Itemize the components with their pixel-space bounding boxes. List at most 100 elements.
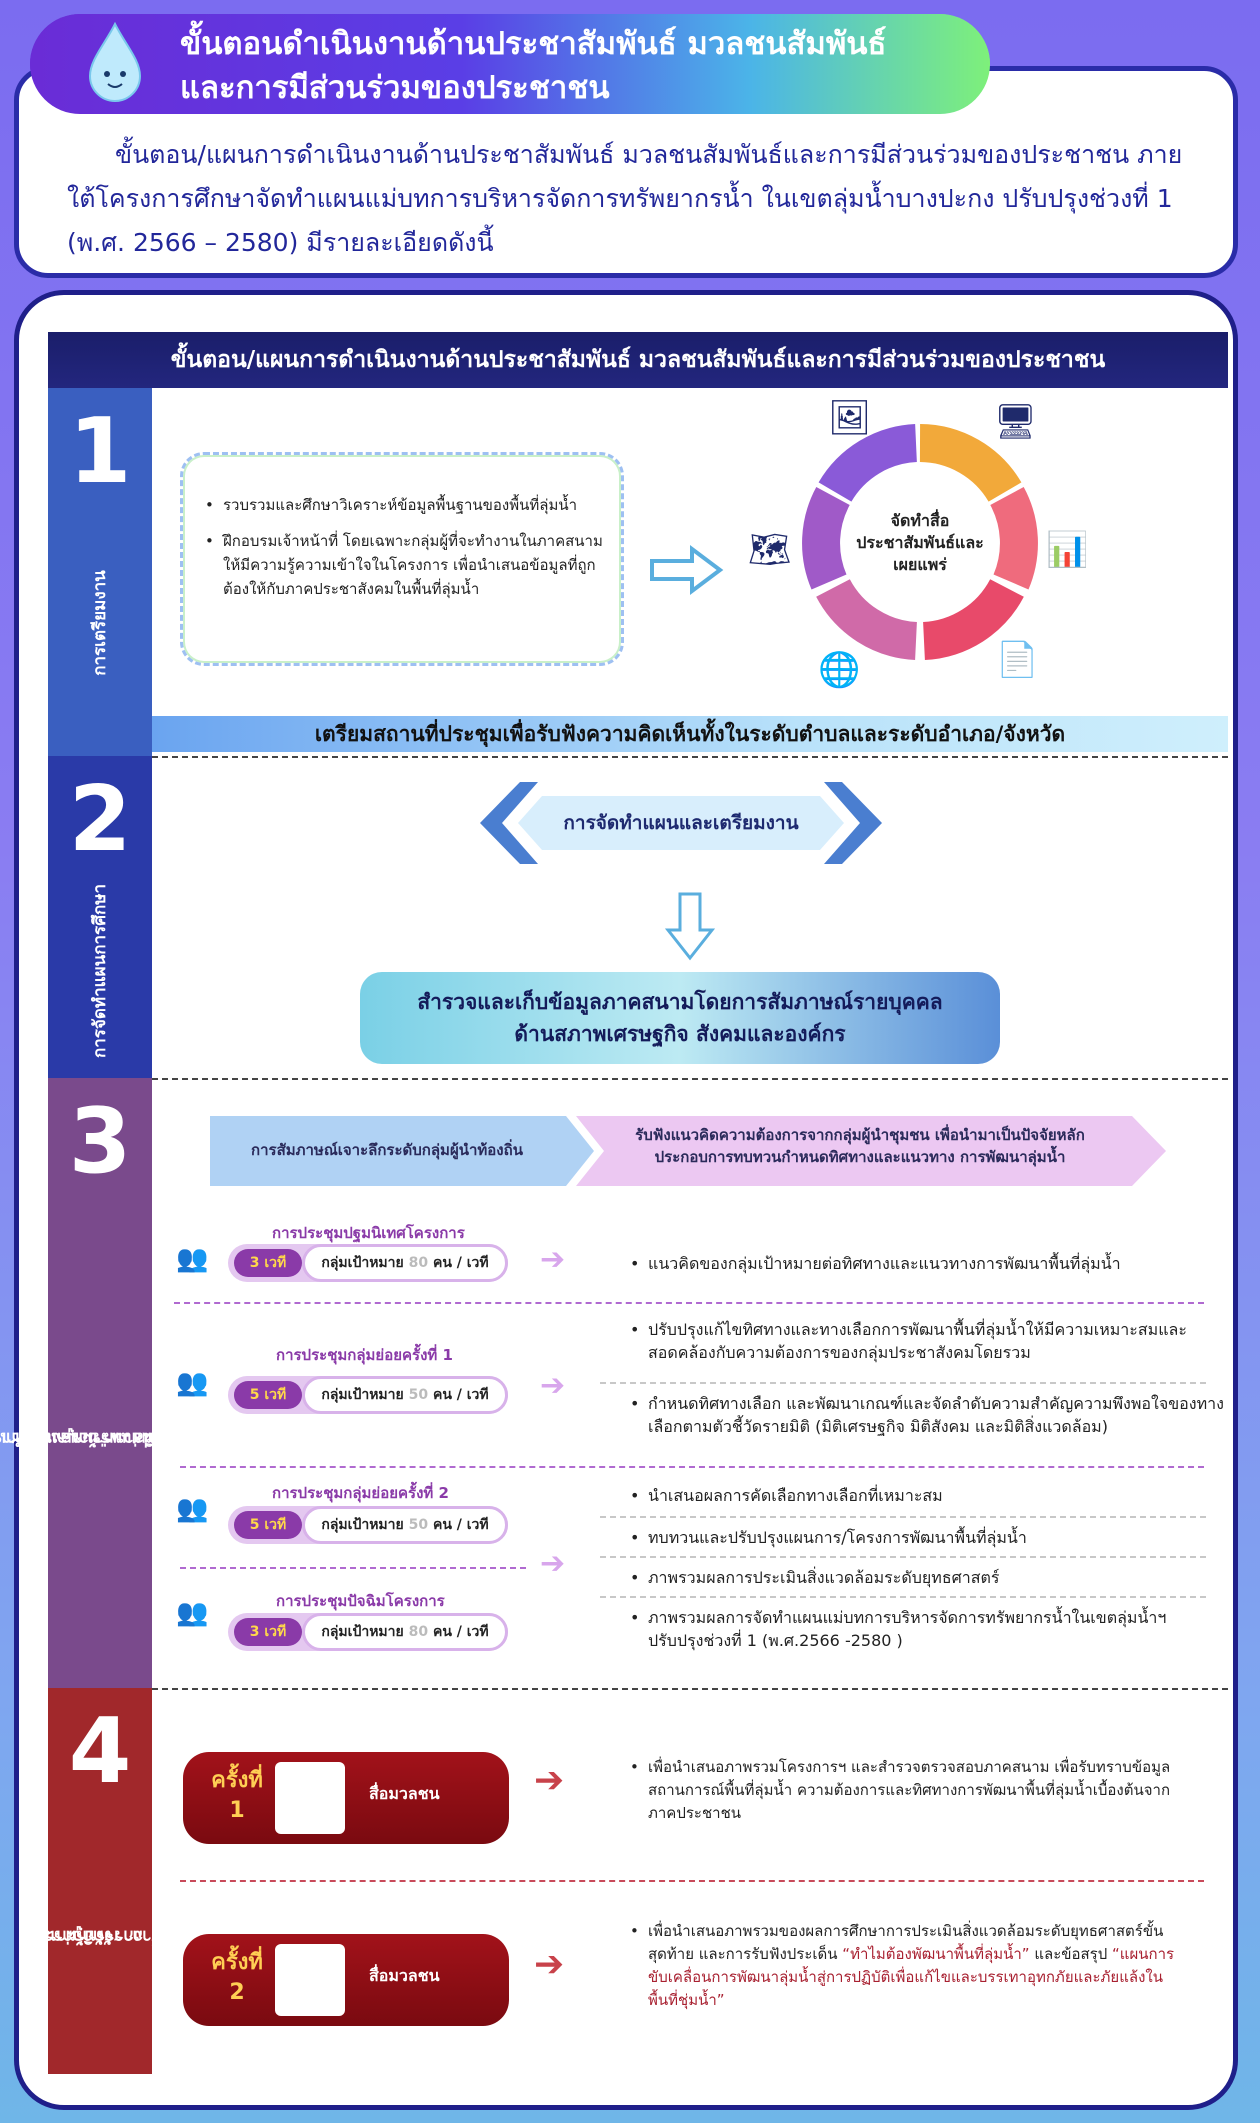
target-number: 50 bbox=[408, 1387, 429, 1403]
media-description: เพื่อนำเสนอภาพรวมโครงการฯ และสำรวจตรวจสอ… bbox=[626, 1756, 1186, 1825]
target-suffix: คน / เวที bbox=[432, 1517, 489, 1533]
people-group-icon: 👥 bbox=[176, 1368, 209, 1398]
divider bbox=[174, 1302, 1204, 1304]
outcome-bullet: แนวคิดของกลุ่มเป้าหมายต่อทิศทางและแนวทาง… bbox=[626, 1252, 1186, 1275]
step-2-label: การจัดทำแผนการศึกษา bbox=[90, 883, 111, 1059]
brochure-icon: 🗺 bbox=[748, 530, 792, 570]
arrow-right-icon bbox=[650, 545, 724, 595]
step-3-chevron-band bbox=[210, 1116, 1166, 1186]
target-suffix: คน / เวที bbox=[432, 1387, 489, 1403]
wheel-center-label: จัดทำสื่อประชาสัมพันธ์และเผยแพร่ bbox=[856, 511, 984, 574]
people-group-icon: 👥 bbox=[176, 1244, 209, 1274]
chevron-right-line-2: ประกอบการทบทวนกำหนดทิศทางและแนวทาง การพั… bbox=[654, 1148, 1066, 1166]
arrow-right-icon: ➔ bbox=[534, 1760, 565, 1801]
desc-text: และข้อสรุป bbox=[1029, 1945, 1113, 1963]
desc-quote: “แผนการขับเคลื่อนการพัฒนาลุ่มน้ำสู่การปฏ… bbox=[648, 1945, 1175, 2009]
target-prefix: กลุ่มเป้าหมาย bbox=[321, 1387, 404, 1403]
step-2-label-wrap: การจัดทำแผนการศึกษา bbox=[48, 866, 152, 1076]
media-round: ครั้งที่2 bbox=[197, 1948, 277, 2008]
meeting-pill: 5 เวที กลุ่มเป้าหมาย 50 คน / เวที bbox=[228, 1506, 508, 1544]
step-1-bullet: ฝึกอบรมเจ้าหน้าที่ โดยเฉพาะกลุ่มผู้ที่จะ… bbox=[201, 529, 603, 601]
round-number: 1 bbox=[229, 1798, 245, 1823]
presentation-icon: 🖼 bbox=[828, 398, 872, 438]
step-1-label: การเตรียมงาน bbox=[90, 570, 110, 676]
step-1-label-wrap: การเตรียมงาน bbox=[48, 498, 152, 748]
outcome-bullet: ภาพรวมผลการประเมินสิ่งแวดล้อมระดับยุทธศา… bbox=[626, 1566, 1186, 1589]
step-2-number: 2 bbox=[68, 767, 132, 872]
target-number: 80 bbox=[408, 1624, 429, 1640]
water-drop-mascot-icon bbox=[88, 21, 142, 102]
divider bbox=[600, 1556, 1206, 1558]
outcome-bullet: ปรับปรุงแก้ไขทิศทางและทางเลือกการพัฒนาพื… bbox=[626, 1318, 1216, 1364]
divider bbox=[180, 1466, 1204, 1468]
meeting-title: การประชุมกลุ่มย่อยครั้งที่ 2 bbox=[272, 1484, 449, 1502]
media-wheel-diagram bbox=[802, 424, 1038, 660]
step-1-venue-band: เตรียมสถานที่ประชุมเพื่อรับฟังความคิดเห็… bbox=[152, 716, 1228, 752]
target-suffix: คน / เวที bbox=[432, 1624, 489, 1640]
survey-line-1: สำรวจและเก็บข้อมูลภาคสนามโดยการสัมภาษณ์ร… bbox=[417, 990, 943, 1014]
survey-line-2: ด้านสภาพเศรษฐกิจ สังคมและองค์กร bbox=[514, 1022, 846, 1046]
title-line-2: และการมีส่วนร่วมของประชาชน bbox=[180, 70, 610, 106]
meeting-pill: 5 เวที กลุ่มเป้าหมาย 50 คน / เวที bbox=[228, 1376, 508, 1414]
outcome-bullet: กำหนดทิศทางเลือก และพัฒนาเกณฑ์และจัดลำดั… bbox=[626, 1392, 1226, 1438]
step-1-number: 1 bbox=[68, 399, 132, 504]
people-group-icon: 👥 bbox=[176, 1494, 209, 1524]
target-prefix: กลุ่มเป้าหมาย bbox=[321, 1517, 404, 1533]
press-illustration-icon bbox=[275, 1944, 345, 2016]
media-description: เพื่อนำเสนอภาพรวมของผลการศึกษาการประเมิน… bbox=[626, 1920, 1186, 2012]
chevron-right-line-1: รับฟังแนวคิดความต้องการจากกลุ่มผู้นำชุมช… bbox=[635, 1126, 1085, 1144]
people-group-icon: 👥 bbox=[176, 1598, 209, 1628]
arrow-right-icon: ➔ bbox=[540, 1368, 566, 1403]
step-3-label: การจัดประชุมเผยแพร่ข้อมูลและดำเนินการตาม… bbox=[0, 1266, 260, 1609]
documents-icon: 📄 bbox=[996, 640, 1039, 680]
meeting-pill: 3 เวที กลุ่มเป้าหมาย 80 คน / เวที bbox=[228, 1613, 508, 1651]
step-4-number: 4 bbox=[68, 1699, 132, 1804]
target-prefix: กลุ่มเป้าหมาย bbox=[321, 1624, 404, 1640]
step-3-number: 3 bbox=[68, 1089, 132, 1194]
step-1-bullet: รวบรวมและศึกษาวิเคราะห์ข้อมูลพื้นฐานของพ… bbox=[201, 493, 603, 517]
desc-quote: “ทำไมต้องพัฒนาพื้นที่ลุ่มน้ำ” bbox=[842, 1945, 1030, 1963]
step-4-label-wrap: การจัดกิจกรรมการสร้างการรับรู้ผ่านสื่อ bbox=[24, 1808, 200, 2064]
meeting-title: การประชุมกลุ่มย่อยครั้งที่ 1 bbox=[276, 1346, 453, 1364]
meeting-target: กลุ่มเป้าหมาย 50 คน / เวที bbox=[302, 1506, 508, 1544]
target-number: 50 bbox=[408, 1517, 429, 1533]
divider bbox=[152, 1688, 1228, 1690]
round-label: ครั้งที่ bbox=[211, 1768, 263, 1793]
divider bbox=[152, 756, 1228, 758]
round-number: 2 bbox=[229, 1980, 245, 2005]
target-prefix: กลุ่มเป้าหมาย bbox=[321, 1255, 404, 1271]
step-4-label: การจัดกิจกรรมการสร้างการรับรู้ผ่านสื่อ bbox=[24, 1848, 200, 2024]
target-number: 80 bbox=[408, 1255, 429, 1271]
press-illustration-icon bbox=[275, 1762, 345, 1834]
plan-label: การจัดทำแผนและเตรียมงาน bbox=[563, 812, 799, 834]
divider bbox=[180, 1567, 526, 1569]
arrow-right-icon: ➔ bbox=[540, 1546, 566, 1581]
chevron-left-label: การสัมภาษณ์เจาะลึกระดับกลุ่มผู้นำท้องถิ่… bbox=[251, 1141, 523, 1159]
meeting-title: การประชุมปฐมนิเทศโครงการ bbox=[272, 1224, 465, 1242]
outcome-bullet: ทบทวนและปรับปรุงแผนการ/โครงการพัฒนาพื้นท… bbox=[626, 1526, 1186, 1549]
arrow-down-icon bbox=[665, 892, 715, 961]
target-suffix: คน / เวที bbox=[432, 1255, 489, 1271]
step-3-sidebar: 3 การจัดประชุมเผยแพร่ข้อมูลและดำเนินการต… bbox=[0, 1078, 260, 1688]
arrow-right-icon: ➔ bbox=[540, 1242, 566, 1277]
media-round: ครั้งที่ 1 bbox=[197, 1766, 277, 1826]
divider bbox=[152, 1078, 1228, 1080]
panel-title: ขั้นตอน/แผนการดำเนินงานด้านประชาสัมพันธ์… bbox=[48, 332, 1228, 388]
media-event-2: ครั้งที่2 สื่อมวลชน bbox=[183, 1934, 509, 2026]
outcome-bullet: นำเสนอผลการคัดเลือกทางเลือกที่เหมาะสม bbox=[626, 1484, 1186, 1507]
desc-text: เพื่อนำเสนอภาพรวมของผลการศึกษาการประเมิน… bbox=[648, 1922, 1164, 1963]
divider bbox=[180, 1880, 1204, 1882]
meeting-times: 3 เวที bbox=[234, 1618, 302, 1646]
media-label: สื่อมวลชน bbox=[369, 1966, 440, 1985]
meeting-times: 3 เวที bbox=[234, 1249, 302, 1277]
step-3-label-line-2: กระบวนการมีส่วนร่วมของประชาชน bbox=[0, 1428, 245, 1448]
media-event-1: ครั้งที่1 สื่อมวลชน bbox=[183, 1752, 509, 1844]
plan-chevron-shape bbox=[480, 782, 882, 864]
meeting-title: การประชุมปัจฉิมโครงการ bbox=[276, 1592, 445, 1610]
divider bbox=[600, 1382, 1206, 1384]
intro-text: ขั้นตอน/แผนการดำเนินงานด้านประชาสัมพันธ์… bbox=[67, 140, 1183, 257]
step-4-label-line-2: การสร้างการรับรู้ผ่านสื่อ bbox=[23, 1926, 201, 1946]
survey-box: สำรวจและเก็บข้อมูลภาคสนามโดยการสัมภาษณ์ร… bbox=[360, 972, 1000, 1064]
divider bbox=[600, 1596, 1206, 1598]
step-3-label-wrap: การจัดประชุมเผยแพร่ข้อมูลและดำเนินการตาม… bbox=[0, 1198, 260, 1678]
